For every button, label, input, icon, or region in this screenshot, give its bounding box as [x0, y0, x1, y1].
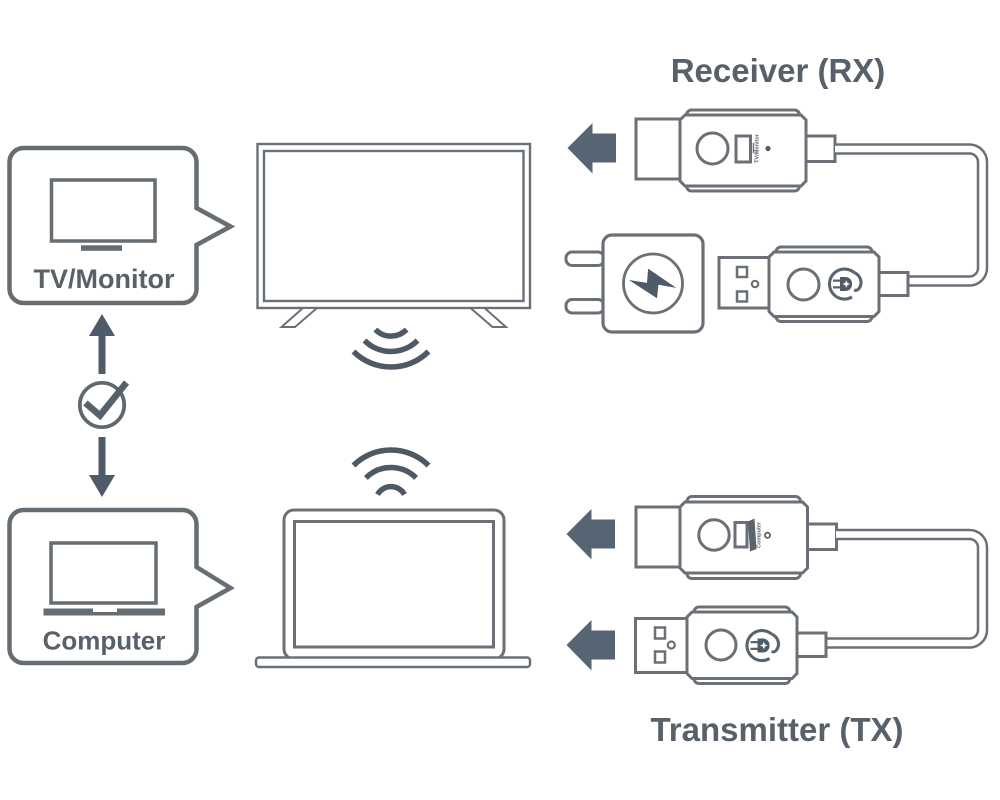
svg-text:TV/Monitor: TV/Monitor — [755, 133, 761, 163]
svg-text:Transmitter (TX): Transmitter (TX) — [650, 711, 903, 748]
svg-text:Computer: Computer — [43, 626, 166, 656]
svg-text:Computer: Computer — [757, 521, 763, 548]
svg-text:Receiver (RX): Receiver (RX) — [671, 52, 886, 89]
svg-text:TV/Monitor: TV/Monitor — [34, 264, 175, 294]
